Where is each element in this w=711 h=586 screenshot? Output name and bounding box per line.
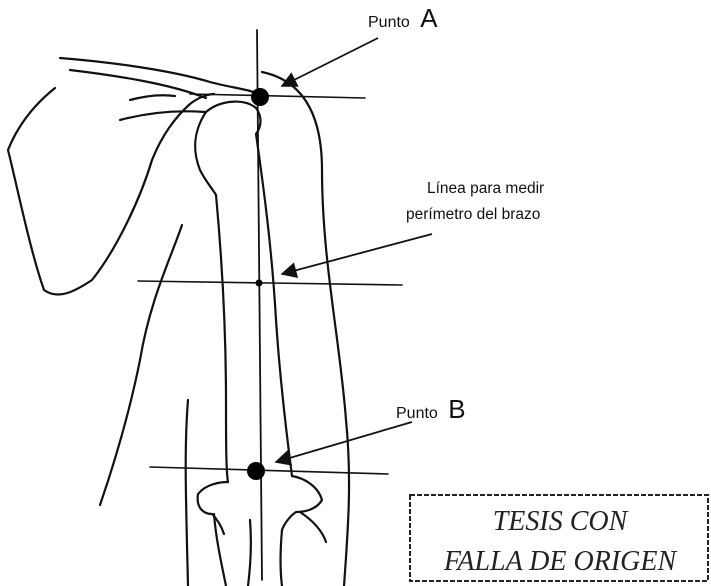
point-a-marker	[251, 88, 269, 106]
humerus-medial-edge	[216, 195, 228, 482]
clavicle	[60, 58, 262, 98]
point-a-label: Punto A	[368, 3, 438, 33]
stamp-line-1: TESIS CON	[493, 506, 629, 537]
forearm-bones	[214, 512, 326, 586]
measurement-horizontal-line	[138, 281, 402, 285]
point-b-arrow	[276, 422, 412, 462]
arm-inner-left	[186, 400, 188, 586]
acromion	[120, 95, 205, 120]
scapula	[8, 88, 214, 295]
measurement-line-label-2: perímetro del brazo	[406, 206, 540, 223]
point-a-horizontal-line	[190, 94, 365, 98]
thesis-stamp: TESIS CON FALLA DE ORIGEN	[410, 495, 708, 581]
stamp-line-2: FALLA DE ORIGEN	[443, 546, 678, 577]
measurement-arrow	[282, 234, 432, 274]
point-b-label: Punto B	[396, 394, 466, 424]
point-b-marker	[247, 462, 265, 480]
humeral-head	[195, 102, 260, 195]
measurement-point-marker	[256, 280, 263, 287]
elbow-condyles	[198, 476, 322, 534]
point-a-arrow	[282, 38, 378, 86]
arm-outline-left	[100, 225, 182, 505]
measurement-line-label-1: Línea para medir	[427, 180, 544, 197]
arm-outline-right	[262, 72, 349, 586]
